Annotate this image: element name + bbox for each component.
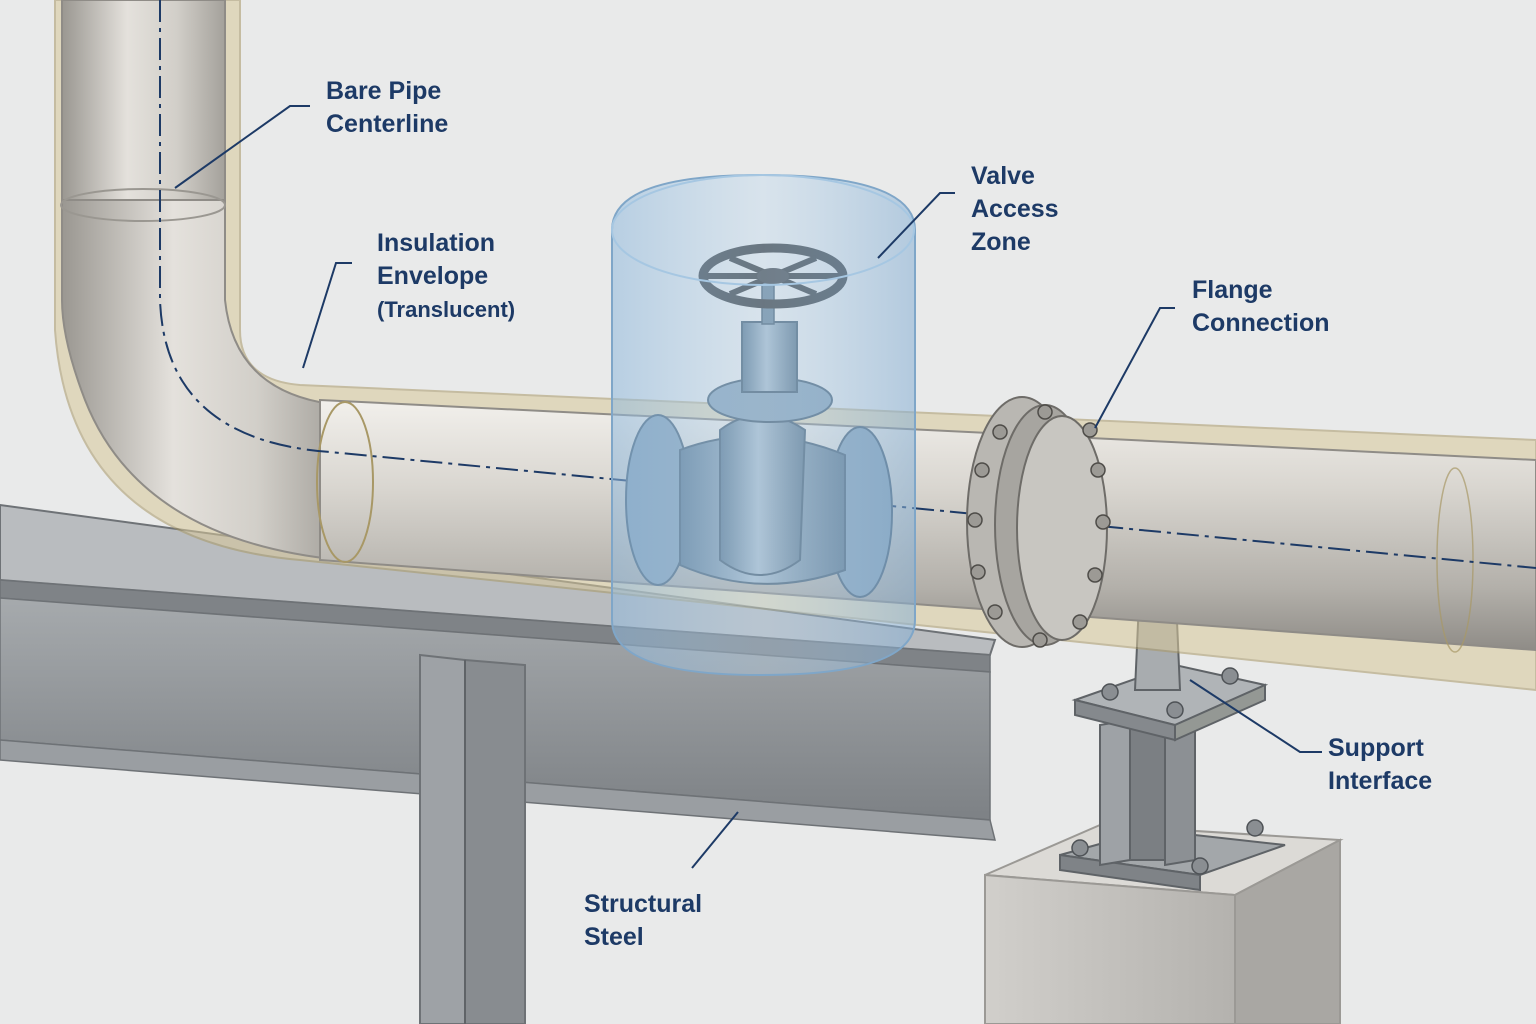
label-line: Steel bbox=[584, 923, 644, 951]
leader-lines bbox=[174, 105, 1322, 869]
label-valve-access-zone: Valve Access Zone bbox=[971, 160, 1059, 259]
label-line: (Translucent) bbox=[377, 297, 516, 322]
label-line: Interface bbox=[1328, 767, 1433, 795]
label-line: Connection bbox=[1192, 309, 1330, 337]
label-bare-pipe-centerline: Bare Pipe Centerline bbox=[326, 75, 448, 141]
label-flange-connection: Flange Connection bbox=[1192, 274, 1330, 340]
label-line: Zone bbox=[971, 228, 1031, 256]
label-line: Envelope bbox=[377, 262, 489, 290]
label-line: Insulation bbox=[377, 229, 496, 257]
label-insulation-envelope: Insulation Envelope (Translucent) bbox=[377, 227, 515, 326]
label-line: Flange bbox=[1192, 276, 1273, 304]
label-line: Bare Pipe bbox=[326, 77, 442, 105]
label-line: Structural bbox=[584, 890, 703, 918]
valve-access-zone bbox=[611, 173, 916, 677]
pipe-centerline bbox=[159, 0, 1536, 569]
label-line: Support bbox=[1328, 734, 1424, 762]
label-structural-steel: Structural Steel bbox=[584, 888, 702, 954]
label-line: Centerline bbox=[326, 110, 449, 138]
label-support-interface: Support Interface bbox=[1328, 732, 1432, 798]
label-line: Valve bbox=[971, 162, 1035, 190]
label-line: Access bbox=[971, 195, 1059, 223]
flange-connection bbox=[966, 396, 1111, 648]
